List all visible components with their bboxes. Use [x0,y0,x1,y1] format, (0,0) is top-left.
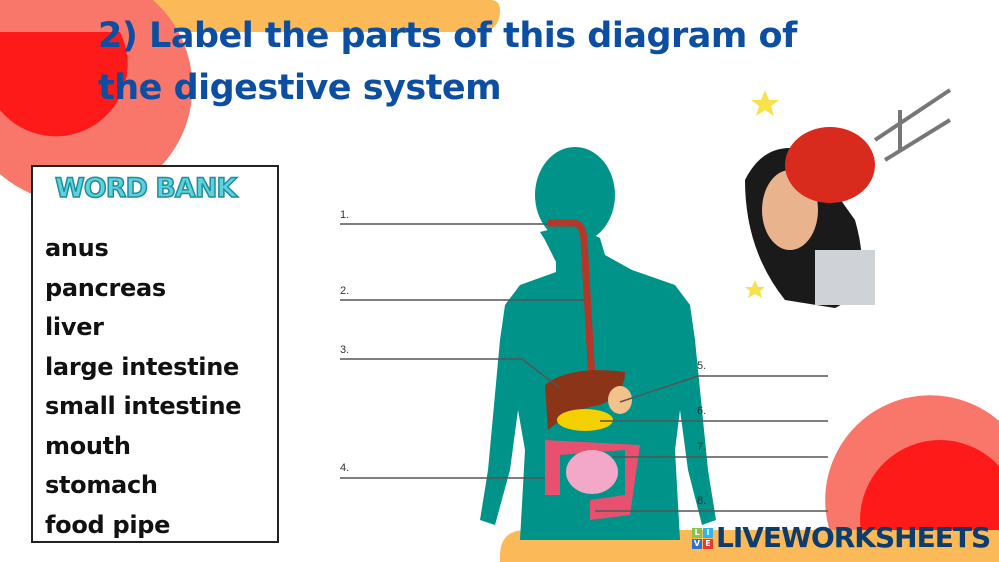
word-item[interactable]: mouth [45,431,131,460]
answer-field-1[interactable] [350,206,530,224]
pointer-lines [340,223,828,512]
stomach [608,386,632,414]
answer-field-5[interactable] [710,358,828,376]
answer-field-2[interactable] [350,282,530,300]
red-circle-top-left [0,32,128,137]
word-item[interactable]: liver [45,313,104,341]
word-bank: WORD BANK anus pancreas liver large inte… [31,165,279,543]
logo-tiles-icon: L I V E [692,527,713,549]
answer-field-3[interactable] [350,341,510,359]
logo-text: LIVEWORKSHEETS [716,521,991,554]
word-item[interactable]: stomach [45,471,158,499]
label-number-6: 6. [697,405,707,417]
word-bank-title: WORD BANK [54,172,238,205]
label-number-7: 7. [697,441,707,453]
label-number-3: 3. [340,344,350,356]
large-intestine [545,440,640,520]
word-item[interactable]: anus [45,234,109,262]
page-title: 2) Label the parts of this diagram of th… [98,16,797,108]
pancreas [557,409,613,431]
answer-field-4[interactable] [350,460,530,478]
label-number-1: 1. [340,209,350,221]
label-number-8: 8. [697,495,707,507]
cartoon-punch-sticker [745,88,952,308]
small-intestine [566,450,618,494]
label-number-4: 4. [340,462,350,474]
answer-field-6[interactable] [710,403,828,421]
word-item[interactable]: pancreas [45,273,166,302]
answer-field-7[interactable] [710,439,828,457]
liveworksheets-logo: L I V E LIVEWORKSHEETS [692,521,991,554]
word-item[interactable]: food pipe [45,510,171,539]
label-number-2: 2. [340,285,350,297]
label-number-5: 5. [697,360,707,372]
word-item[interactable]: large intestine [45,352,239,381]
answer-field-8[interactable] [710,493,828,511]
esophagus [548,219,596,381]
word-item[interactable]: small intestine [45,392,242,420]
